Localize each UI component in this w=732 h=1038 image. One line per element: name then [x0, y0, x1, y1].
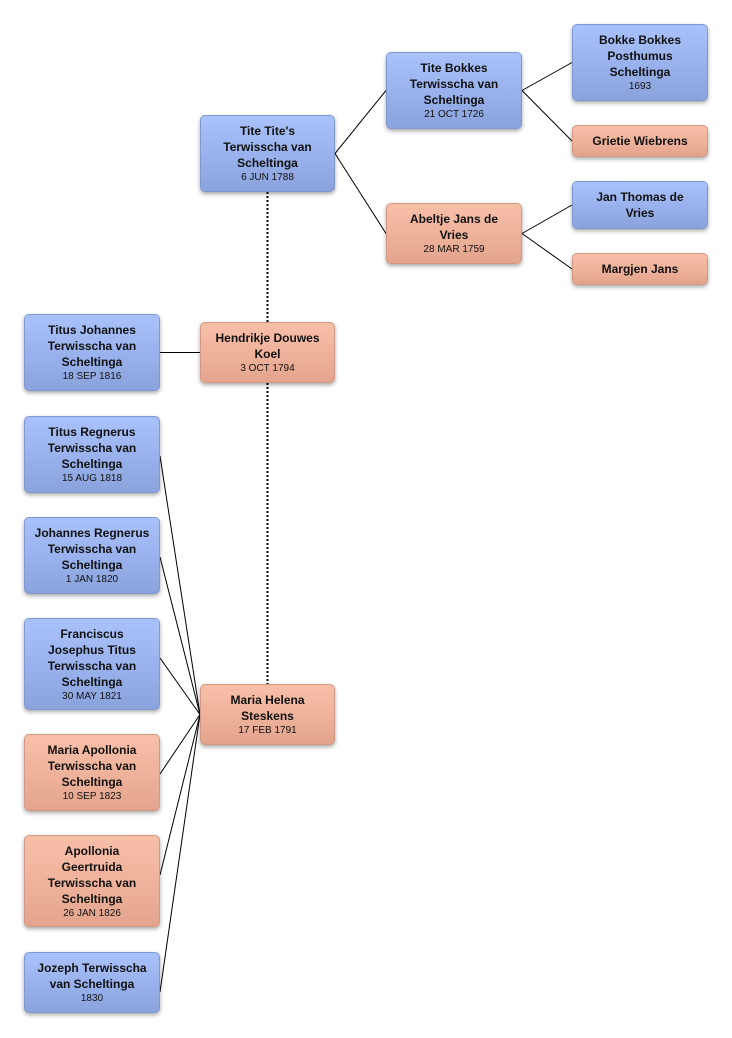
name-line: Abeltje Jans de [409, 212, 499, 226]
name-line: Hendrikje Douwes [215, 331, 320, 345]
person-name: Abeltje Jans de Vries [410, 211, 498, 243]
name-line: Scheltinga [61, 775, 123, 789]
person-date: 18 SEP 1816 [62, 371, 122, 382]
name-line: Titus Johannes [48, 323, 136, 337]
name-line: Scheltinga [61, 558, 123, 572]
person-card-maria[interactable]: Maria Helena Steskens 17 FEB 1791 [200, 684, 335, 745]
name-line: Terwisscha van [409, 77, 499, 91]
parent-link-line [521, 90, 573, 142]
child-link-line [159, 714, 201, 876]
person-name: Apollonia Geertruida Terwisscha van Sche… [48, 843, 137, 907]
person-card-tite[interactable]: Tite Tite's Terwisscha van Scheltinga 6 … [200, 115, 335, 192]
person-date: 1830 [80, 993, 104, 1004]
person-card-jan[interactable]: Jan Thomas de Vries [572, 181, 708, 229]
name-line: Titus Regnerus [48, 425, 136, 439]
person-card-grietie[interactable]: Grietie Wiebrens [572, 125, 708, 157]
person-name: Titus Regnerus Terwisscha van Scheltinga [48, 424, 137, 472]
name-line: Tite Bokkes [420, 61, 488, 75]
person-card-margjen[interactable]: Margjen Jans [572, 253, 708, 285]
name-line: Terwisscha van [47, 658, 137, 673]
child-link-line [159, 556, 201, 715]
name-line: Jozeph Terwisscha [37, 961, 147, 975]
person-name: Bokke Bokkes Posthumus Scheltinga [599, 32, 681, 80]
person-date: 26 JAN 1826 [63, 907, 121, 919]
child-link-line [159, 714, 201, 775]
parent-link-line [521, 62, 573, 91]
name-line: Posthumus [607, 49, 673, 63]
person-card-franciscus[interactable]: Franciscus Josephus Titus Terwisscha van… [24, 618, 160, 710]
name-line: Terwisscha van [47, 759, 137, 773]
name-line: Grietie Wiebrens [592, 134, 688, 148]
person-date: 1693 [628, 81, 652, 92]
name-line: Scheltinga [61, 674, 123, 689]
person-name: Jozeph Terwisscha van Scheltinga [37, 960, 146, 992]
person-card-bokke[interactable]: Bokke Bokkes Posthumus Scheltinga 1693 [572, 24, 708, 101]
name-line: Terwisscha van [47, 339, 137, 353]
name-line: Terwisscha van [223, 140, 312, 154]
person-date: 15 AUG 1818 [61, 473, 123, 484]
name-line: Koel [254, 347, 281, 361]
person-name: Tite Tite's Terwisscha van Scheltinga [223, 123, 312, 171]
name-line: Scheltinga [609, 65, 671, 79]
person-card-titus-j[interactable]: Titus Johannes Terwisscha van Scheltinga… [24, 314, 160, 391]
person-date: 6 JUN 1788 [241, 172, 294, 183]
person-card-hendrikje[interactable]: Hendrikje Douwes Koel 3 OCT 1794 [200, 322, 335, 383]
name-line: Josephus Titus [48, 642, 136, 657]
name-line: Scheltinga [61, 355, 123, 369]
person-date: 3 OCT 1794 [240, 363, 295, 374]
person-date: 10 SEP 1823 [62, 791, 122, 802]
name-line: Vries [439, 228, 469, 242]
person-card-maria-a[interactable]: Maria Apollonia Terwisscha van Schelting… [24, 734, 160, 811]
name-line: Scheltinga [237, 156, 298, 170]
person-date: 21 OCT 1726 [424, 109, 484, 120]
name-line: Terwisscha van [47, 875, 137, 890]
person-card-johannes-r[interactable]: Johannes Regnerus Terwisscha van Schelti… [24, 517, 160, 594]
name-line: Scheltinga [423, 93, 485, 107]
name-line: Maria Helena [230, 693, 305, 707]
person-name: Jan Thomas de Vries [596, 189, 683, 221]
name-line: Apollonia [64, 843, 120, 858]
name-line: Franciscus [60, 626, 124, 641]
person-date: 1 JAN 1820 [65, 574, 119, 585]
person-date: 30 MAY 1821 [62, 690, 122, 702]
person-name: Johannes Regnerus Terwisscha van Schelti… [35, 525, 150, 573]
person-name: Maria Helena Steskens [230, 692, 304, 724]
parent-link-line [334, 90, 387, 154]
person-card-titus-r[interactable]: Titus Regnerus Terwisscha van Scheltinga… [24, 416, 160, 493]
parent-link-line [334, 153, 387, 234]
name-line: Vries [625, 206, 655, 220]
person-name: Titus Johannes Terwisscha van Scheltinga [48, 322, 137, 370]
name-line: Tite Tite's [239, 124, 296, 138]
name-line: Terwisscha van [47, 542, 137, 556]
name-line: Maria Apollonia [47, 743, 137, 757]
person-date: 17 FEB 1791 [238, 725, 297, 736]
child-link-line [159, 657, 201, 715]
person-name: Grietie Wiebrens [592, 133, 687, 149]
name-line: van Scheltinga [49, 977, 135, 991]
child-link-line [159, 455, 201, 715]
name-line: Johannes Regnerus [34, 526, 150, 540]
name-line: Scheltinga [61, 457, 123, 471]
person-card-abeltje[interactable]: Abeltje Jans de Vries 28 MAR 1759 [386, 203, 522, 264]
child-link-line [159, 714, 201, 993]
parent-link-line [521, 204, 573, 234]
name-line: Scheltinga [61, 891, 123, 906]
person-date: 28 MAR 1759 [423, 244, 485, 255]
person-name: Hendrikje Douwes Koel [215, 330, 319, 362]
name-line: Geertruida [61, 859, 123, 874]
person-card-jozeph[interactable]: Jozeph Terwisscha van Scheltinga 1830 [24, 952, 160, 1013]
name-line: Bokke Bokkes [598, 33, 682, 47]
parent-link-line [521, 233, 573, 270]
person-name: Franciscus Josephus Titus Terwisscha van… [48, 626, 137, 690]
person-name: Margjen Jans [602, 261, 679, 277]
person-name: Tite Bokkes Terwisscha van Scheltinga [410, 60, 499, 108]
name-line: Steskens [241, 709, 294, 723]
person-card-apollonia[interactable]: Apollonia Geertruida Terwisscha van Sche… [24, 835, 160, 927]
name-line: Margjen Jans [601, 262, 679, 276]
person-card-tite-bokkes[interactable]: Tite Bokkes Terwisscha van Scheltinga 21… [386, 52, 522, 129]
person-name: Maria Apollonia Terwisscha van Schelting… [48, 742, 137, 790]
name-line: Jan Thomas de [596, 190, 684, 204]
name-line: Terwisscha van [47, 441, 137, 455]
